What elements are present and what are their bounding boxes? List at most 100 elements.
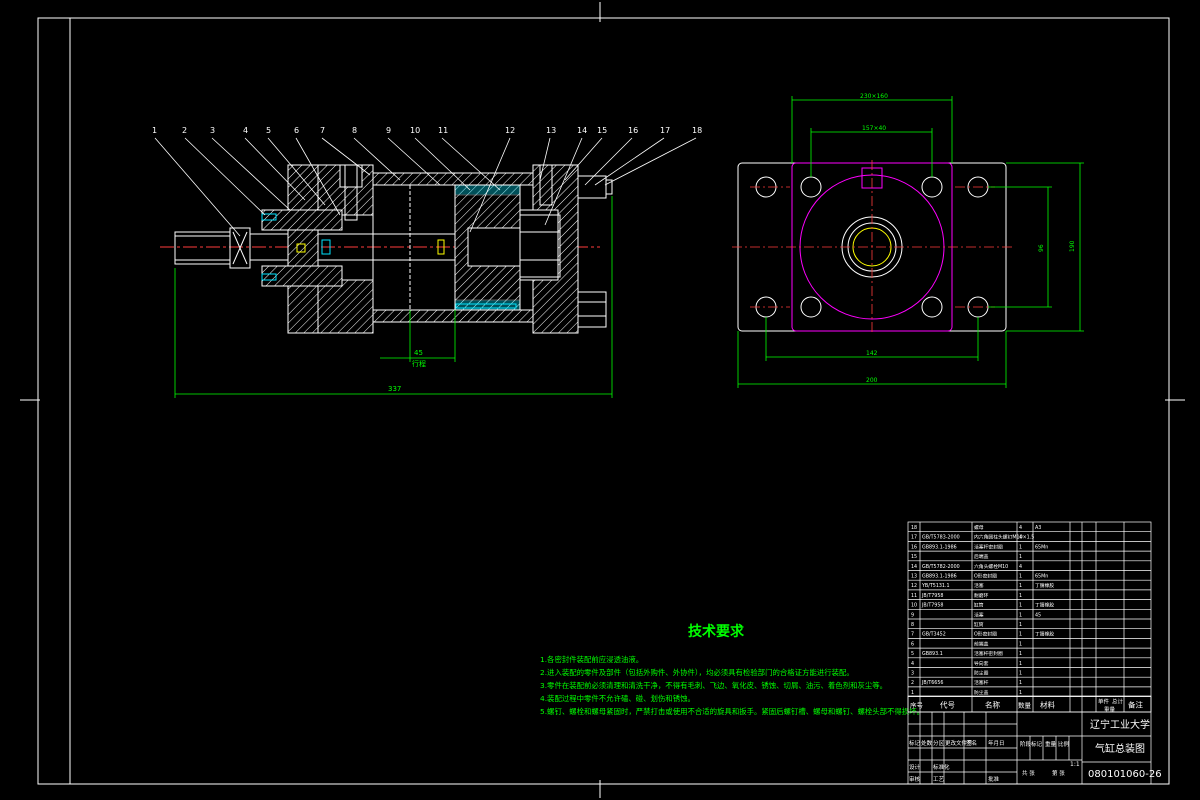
sheet-border — [20, 2, 1185, 798]
bom-row-no: 11 — [911, 593, 917, 599]
part-no-4: 4 — [243, 126, 248, 135]
part-no-8: 8 — [352, 126, 357, 135]
leader-lines — [154, 137, 697, 237]
tie-bolt-top — [577, 175, 607, 199]
bom-row-name: O形密封圈 — [974, 573, 997, 580]
bom-row-name: O形密封圈 — [974, 631, 997, 638]
bom-row-name: 导向套 — [974, 660, 989, 667]
dim-bottom-inner: 142 — [866, 350, 878, 357]
part-no-11: 11 — [438, 126, 448, 135]
bom-row-qty: 1 — [1019, 622, 1022, 628]
end-view-dim-text: 230×160 157×40 190 96 142 200 — [860, 93, 1076, 384]
bom-row-code: JB/T7958 — [921, 593, 943, 599]
title-block-text: 辽宁工业大学 气缸总装图 080101060-26 1:1 标记处数分区更改文件… — [909, 718, 1162, 783]
part-no-18: 18 — [692, 126, 702, 135]
bom-row-name: 螺母 — [974, 524, 984, 531]
bom-row-qty: 1 — [1019, 574, 1022, 580]
bom-row-qty: 1 — [1019, 583, 1022, 589]
bom-row-name: 活塞杆 — [974, 679, 989, 686]
bom-row-material: 65Mn — [1035, 544, 1048, 550]
bom-row-code: GB893.1-1986 — [922, 574, 957, 580]
bom-row-name: 缸筒 — [974, 602, 984, 609]
bom-row-no: 2 — [911, 680, 914, 686]
part-no-13: 13 — [546, 126, 556, 135]
bom-row-qty: 4 — [1019, 535, 1022, 541]
part-no-9: 9 — [386, 126, 391, 135]
bom-row-code: JB/T7958 — [921, 603, 943, 609]
part-no-17: 17 — [660, 126, 670, 135]
part-no-15: 15 — [597, 126, 607, 135]
dimension-stroke — [380, 310, 456, 362]
title-block-label: 处数 — [921, 739, 933, 747]
front-bolt — [339, 164, 363, 188]
bom-row-no: 9 — [911, 612, 914, 618]
end-view — [732, 96, 1084, 388]
bom-row-no: 17 — [911, 535, 917, 541]
bom-row-name: 活塞杆密封圈 — [974, 543, 1003, 550]
bom-row-no: 16 — [911, 544, 917, 550]
bom-row-name: 活塞杆密封圈 — [974, 650, 1003, 657]
bom-row-qty: 1 — [1019, 544, 1022, 550]
part-no-14: 14 — [577, 126, 587, 135]
bill-of-materials — [907, 521, 1152, 713]
bom-row-qty: 1 — [1019, 632, 1022, 638]
dim-right-outer: 190 — [1069, 240, 1076, 252]
title-block-label: 阶段标记 — [1020, 740, 1043, 748]
bom-row-qty: 1 — [1019, 554, 1022, 560]
bom-row-name: 耐磨环 — [974, 592, 989, 599]
bom-row-no: 4 — [911, 661, 914, 667]
bom-row-qty: 4 — [1019, 525, 1022, 531]
bom-row-qty: 1 — [1019, 612, 1022, 618]
bom-row-material: 65Mn — [1035, 574, 1048, 580]
tech-req-item-2: 2.进入装配的零件及部件（包括外购件、外协件），均必须具有检验部门的合格证方能进… — [540, 668, 854, 677]
bom-row-material: 丁腈橡胶 — [1035, 582, 1054, 589]
title-block-label: 第 张 — [1052, 769, 1065, 777]
title-block-label: 重量 — [1045, 740, 1057, 748]
part-no-3: 3 — [210, 126, 215, 135]
stroke-value: 45 — [414, 349, 423, 357]
bom-row-name: 后端盖 — [974, 553, 989, 560]
dimension-overall — [174, 196, 613, 398]
title-block-label: 工艺 — [933, 776, 945, 783]
bom-row-name: 活塞 — [974, 582, 984, 589]
bom-row-no: 1 — [911, 690, 914, 696]
bom-header-qty: 数量 — [1018, 700, 1032, 709]
bom-header-code: 代号 — [940, 699, 955, 709]
tech-req-item-4: 4.装配过程中零件不允许磕、碰、划伤和锈蚀。 — [540, 694, 695, 703]
part-no-6: 6 — [294, 126, 299, 135]
bom-header-name: 名称 — [985, 699, 1000, 709]
title-block — [907, 695, 1152, 785]
bom-row-material: 丁腈橡胶 — [1035, 602, 1054, 609]
part-no-2: 2 — [182, 126, 187, 135]
front-cover — [287, 164, 319, 334]
dim-top-outer: 230×160 — [860, 93, 888, 100]
bom-row-no: 6 — [911, 641, 914, 647]
bom-row-qty: 1 — [1019, 661, 1022, 667]
bom-row-code: GB/T3452 — [922, 632, 946, 638]
bom-row-name: 六角头螺栓M10 — [974, 563, 1008, 570]
bom-row-name: 前端盖 — [974, 640, 989, 647]
title-block-label: 标准化 — [933, 763, 950, 771]
bom-row-name: 防尘圈 — [974, 670, 989, 677]
bom-row-material: 45 — [1035, 612, 1041, 618]
bom-row-qty: 1 — [1019, 593, 1022, 599]
part-no-12: 12 — [505, 126, 515, 135]
bom-row-no: 14 — [911, 564, 917, 570]
end-view-dimensions — [737, 96, 1084, 388]
bom-header-no: 序号 — [910, 700, 924, 709]
part-numbers: 1 2 3 4 5 6 7 8 9 10 11 12 13 14 15 16 1… — [152, 126, 702, 135]
part-no-1: 1 — [152, 126, 157, 135]
bom-header-weight: 重量 — [1104, 705, 1116, 713]
title-block-label: 共 张 — [1022, 769, 1035, 777]
bom-row-no: 13 — [911, 574, 917, 580]
bom-row-qty: 1 — [1019, 641, 1022, 647]
bom-row-no: 18 — [911, 525, 917, 531]
bom-header-single: 单件 — [1098, 697, 1110, 705]
bom-row-qty: 4 — [1019, 564, 1022, 570]
bom-row-qty: 1 — [1019, 671, 1022, 677]
bom-row-no: 8 — [911, 622, 914, 628]
school-name: 辽宁工业大学 — [1090, 718, 1150, 731]
tech-req-item-3: 3.零件在装配前必须清理和清洗干净，不得有毛刺、飞边、氧化皮、锈蚀、切屑、油污、… — [540, 681, 887, 690]
